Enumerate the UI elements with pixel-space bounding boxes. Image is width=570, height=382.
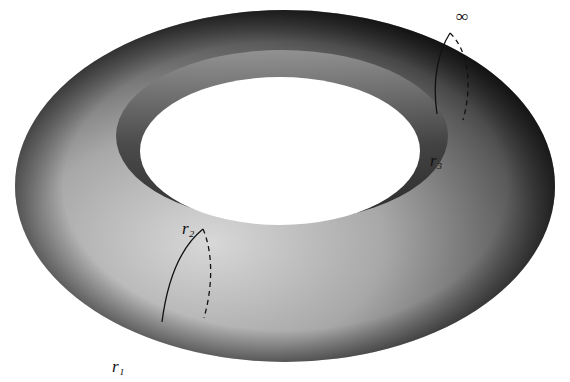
torus-shade	[15, 10, 555, 362]
point-label: ∞	[456, 8, 468, 25]
meridian-front	[162, 229, 203, 322]
torus-body	[15, 10, 555, 362]
meridian-front	[435, 33, 450, 114]
meridian-back	[450, 33, 468, 120]
torus-hole	[140, 77, 420, 225]
point-label: r₁	[112, 358, 125, 375]
meridian-back	[203, 229, 211, 318]
point-label: r₃	[430, 152, 443, 169]
point-label: r₂	[182, 220, 195, 237]
